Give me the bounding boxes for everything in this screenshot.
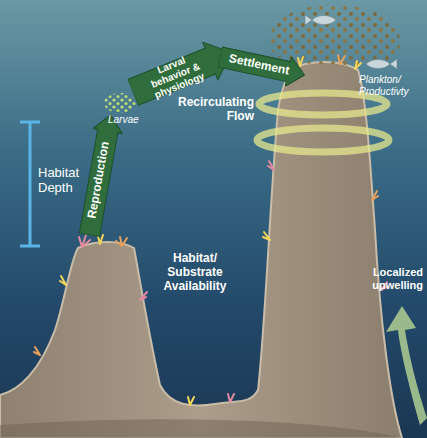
- coral-growth: [34, 55, 387, 405]
- plankton-label: Plankton/ Productivty: [359, 74, 423, 97]
- depth-label: Habitat Depth: [38, 166, 98, 196]
- upwelling-label: Localized upwelling: [359, 266, 423, 291]
- fish: [305, 15, 397, 69]
- plankton-cloud: [269, 5, 400, 67]
- habitat-label: Habitat/ Substrate Availability: [152, 252, 238, 293]
- larvae-label: Larvae: [108, 114, 158, 126]
- depth-bracket: [20, 122, 40, 246]
- upwelling-arrow: [386, 306, 427, 425]
- flow-label: Recirculating Flow: [170, 96, 254, 124]
- larvae-cloud: [104, 93, 136, 113]
- seamount-terrain: [0, 62, 402, 438]
- sea-floor: [0, 419, 402, 438]
- recirculating-flow: [257, 93, 389, 152]
